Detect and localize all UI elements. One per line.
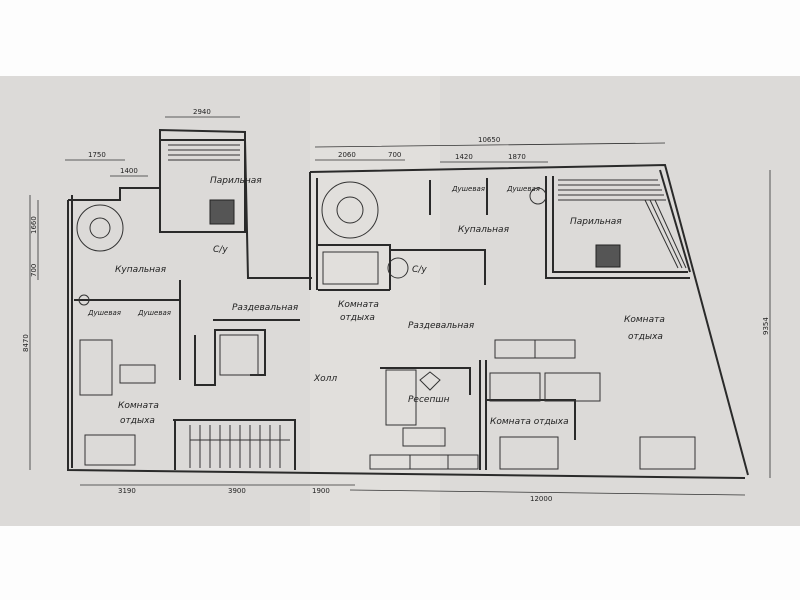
dim-1900: 1900 xyxy=(312,487,330,495)
staircase xyxy=(189,425,290,468)
furniture xyxy=(79,251,696,470)
dim-1750: 1750 xyxy=(88,151,106,159)
dim-12000: 12000 xyxy=(530,495,552,503)
room-label-rest-right-2: отдыха xyxy=(628,332,663,342)
room-label-rest-center-2: отдыха xyxy=(340,313,375,323)
room-label-changing-center: Раздевальная xyxy=(408,321,475,331)
dimension-lines xyxy=(29,116,771,496)
room-label-steam-right: Парильная xyxy=(570,217,622,227)
dim-10650: 10650 xyxy=(478,136,500,144)
room-label-changing-left: Раздевальная xyxy=(232,303,299,313)
dim-2940: 2940 xyxy=(193,108,211,116)
room-label-wc-left: С/у xyxy=(213,245,228,255)
plunge-pools xyxy=(76,181,547,306)
room-label-rest-left-1: Комната xyxy=(118,401,159,411)
room-label-shower-right-1: Душевая xyxy=(451,185,485,193)
dim-2060: 2060 xyxy=(338,151,356,159)
room-label-shower-left-2: Душевая xyxy=(137,309,171,317)
room-label-bathing-left: Купальная xyxy=(115,265,167,275)
dim-1420: 1420 xyxy=(455,153,473,161)
room-label-bathing-right: Купальная xyxy=(458,225,510,235)
dim-8470: 8470 xyxy=(22,334,30,352)
dim-1660: 1660 xyxy=(30,216,38,234)
dim-700-top: 700 xyxy=(388,151,401,159)
room-label-reception: Ресепшн xyxy=(408,395,450,405)
room-label-shower-right-2: Душевая xyxy=(506,185,540,193)
room-label-wc-center: С/у xyxy=(412,265,427,275)
walls xyxy=(67,128,749,479)
room-label-rest-right-1: Комната xyxy=(624,315,665,325)
room-label-shower-left-1: Душевая xyxy=(87,309,121,317)
room-label-rest-center-1: Комната xyxy=(338,300,379,310)
dim-1870: 1870 xyxy=(508,153,526,161)
room-label-hall: Холл xyxy=(313,374,337,384)
heater-right xyxy=(595,244,621,268)
room-label-steam-left: Парильная xyxy=(210,176,262,186)
dim-3900: 3900 xyxy=(228,487,246,495)
heater-left xyxy=(209,199,235,225)
sauna-benches xyxy=(168,144,687,269)
dim-700-left: 700 xyxy=(30,264,38,277)
paper-fold xyxy=(310,76,440,526)
room-label-rest-bottom: Комната отдыха xyxy=(490,417,569,427)
dim-3190: 3190 xyxy=(118,487,136,495)
dim-9354: 9354 xyxy=(762,317,770,335)
dim-1400: 1400 xyxy=(120,167,138,175)
room-label-rest-left-2: отдыха xyxy=(120,416,155,426)
